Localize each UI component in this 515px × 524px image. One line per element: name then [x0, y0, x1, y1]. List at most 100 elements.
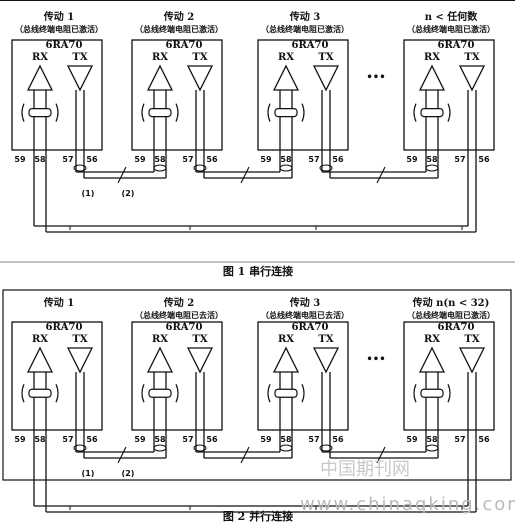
node-note: （总线终端电阻已激活）: [261, 24, 349, 34]
rx-label: RX: [278, 52, 294, 63]
pin-label: 56: [332, 155, 344, 164]
pin-label: 59: [260, 435, 272, 444]
module-model: 6RA70: [166, 322, 203, 333]
pin-label: 58: [34, 435, 46, 444]
tx-driver-icon: [66, 347, 94, 374]
tx-driver-icon: [66, 65, 94, 92]
pin-label: 59: [14, 155, 26, 164]
pin-label: 57: [308, 155, 319, 164]
node-title: 传动 2: [163, 10, 194, 23]
switch-bracket-icon: [413, 103, 451, 122]
marker-label-2: (2): [122, 189, 135, 198]
tx-label: TX: [192, 334, 207, 345]
cable-shield-slash: [240, 446, 250, 464]
rx-receiver-icon: [146, 346, 174, 373]
termination-resistor-icon: [148, 388, 172, 398]
pin-label: 57: [454, 435, 465, 444]
drive-module-box: [11, 321, 103, 431]
switch-bracket-icon: [21, 384, 59, 403]
pin-label: 56: [478, 435, 490, 444]
pin-label: 56: [86, 435, 98, 444]
termination-resistor-icon: [274, 388, 298, 398]
pin-label: 56: [206, 155, 218, 164]
termination-resistor-icon: [420, 107, 444, 118]
rx-receiver-icon: [418, 64, 446, 91]
cable-shield-icon: [73, 444, 87, 452]
drive-module-box: [257, 321, 349, 431]
pin-label: 58: [426, 155, 438, 164]
tx-driver-icon: [186, 347, 214, 374]
continuation-dots: •••: [366, 72, 385, 83]
node-title: n < 任何数: [425, 10, 479, 23]
rx-label: RX: [32, 334, 48, 345]
cable-shield-slash: [117, 166, 127, 184]
termination-resistor-icon: [28, 388, 52, 398]
pin-label: 59: [406, 155, 418, 164]
module-model: 6RA70: [46, 40, 83, 51]
drive-module-box: [257, 39, 349, 151]
rx-label: RX: [424, 52, 440, 63]
switch-bracket-icon: [21, 103, 59, 122]
figure-caption: 图 2 并行连接: [223, 509, 293, 523]
drive-module-box: [131, 39, 223, 151]
cable-shield-icon: [425, 164, 439, 172]
node-note: （总线终端电阻已激活）: [15, 24, 103, 34]
pin-label: 56: [86, 155, 98, 164]
figure2-frame: [2, 289, 512, 481]
cable-shield-slash: [376, 446, 386, 464]
pin-label: 58: [426, 435, 438, 444]
switch-bracket-icon: [267, 103, 305, 122]
pin-label: 57: [62, 155, 73, 164]
cable-shield-icon: [279, 444, 293, 452]
termination-resistor-icon: [28, 107, 52, 118]
tx-label: TX: [72, 52, 87, 63]
pin-label: 57: [182, 435, 193, 444]
tx-label: TX: [192, 52, 207, 63]
tx-driver-icon: [458, 347, 486, 374]
cable-shield-icon: [279, 164, 293, 172]
pin-label: 56: [332, 435, 344, 444]
pin-label: 58: [154, 435, 166, 444]
switch-bracket-icon: [413, 384, 451, 403]
cable-shield-icon: [319, 164, 333, 172]
termination-resistor-icon: [420, 388, 444, 398]
tx-driver-icon: [312, 347, 340, 374]
termination-resistor-icon: [148, 107, 172, 118]
module-model: 6RA70: [438, 322, 475, 333]
pin-label: 59: [406, 435, 418, 444]
cable-shield-icon: [319, 444, 333, 452]
drive-module-box: [403, 39, 495, 151]
drive-module-box: [11, 39, 103, 151]
pin-label: 59: [260, 155, 272, 164]
drive-module-box: [403, 321, 495, 431]
pin-label: 59: [14, 435, 26, 444]
rx-receiver-icon: [418, 346, 446, 373]
pin-label: 57: [308, 435, 319, 444]
marker-label-1: (1): [82, 189, 95, 198]
marker-label-2: (2): [122, 469, 135, 478]
module-model: 6RA70: [292, 40, 329, 51]
rx-label: RX: [152, 334, 168, 345]
rx-label: RX: [424, 334, 440, 345]
module-model: 6RA70: [292, 322, 329, 333]
pin-label: 58: [34, 155, 46, 164]
pin-label: 57: [182, 155, 193, 164]
switch-bracket-icon: [141, 384, 179, 403]
node-title: 传动 n(n < 32): [412, 296, 490, 309]
tx-driver-icon: [312, 65, 340, 92]
rx-receiver-icon: [272, 64, 300, 91]
rx-label: RX: [152, 52, 168, 63]
cable-shield-icon: [73, 164, 87, 172]
module-model: 6RA70: [166, 40, 203, 51]
cable-shield-icon: [153, 444, 167, 452]
module-model: 6RA70: [438, 40, 475, 51]
node-title: 传动 3: [289, 10, 320, 23]
tx-label: TX: [464, 52, 479, 63]
pin-label: 58: [280, 435, 292, 444]
node-note: （总线终端电阻已去活）: [261, 310, 349, 320]
tx-label: TX: [318, 52, 333, 63]
rx-label: RX: [278, 334, 294, 345]
rx-receiver-icon: [146, 64, 174, 91]
pin-label: 57: [454, 155, 465, 164]
cable-shield-slash: [117, 446, 127, 464]
